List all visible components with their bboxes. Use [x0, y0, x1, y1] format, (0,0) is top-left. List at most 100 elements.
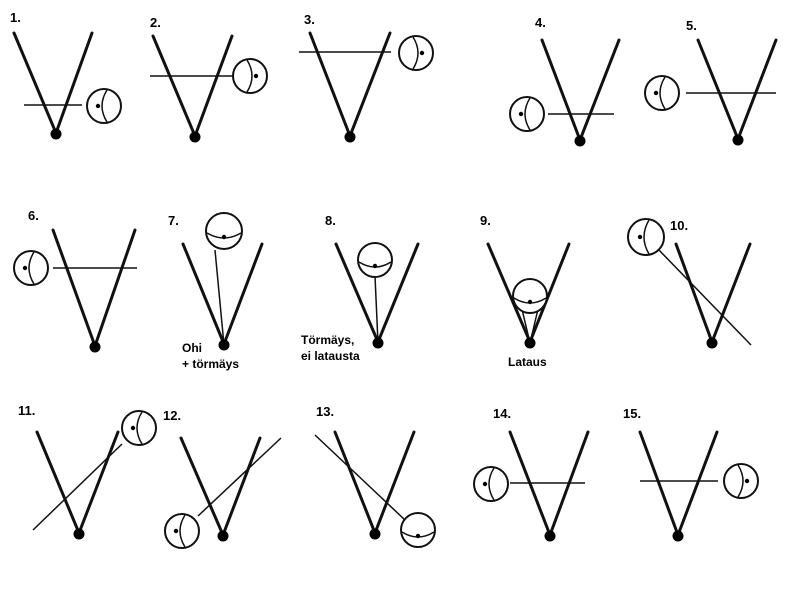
panel-label: 6. — [28, 208, 39, 223]
trajectory-line — [314, 434, 406, 521]
v-arms — [696, 38, 778, 144]
ball-seam — [737, 464, 744, 498]
panel-label: 2. — [150, 15, 161, 30]
v-arms — [308, 31, 392, 141]
v-arms — [638, 430, 719, 540]
ball-circle — [205, 212, 243, 250]
ball-circle — [357, 242, 393, 278]
panel-label: 10. — [670, 218, 688, 233]
ball-circle — [723, 463, 759, 499]
panel-caption: Ohi — [182, 341, 202, 355]
panel-p9: 9.Lataus — [480, 213, 571, 369]
ball-dot — [253, 73, 259, 79]
panel-label: 1. — [10, 10, 21, 25]
ball-circle — [86, 88, 122, 124]
ball-dot — [482, 481, 488, 487]
pivot-dot — [524, 337, 536, 349]
v-arms — [540, 38, 621, 145]
ball-seam — [246, 59, 253, 93]
ball-circle — [164, 513, 200, 549]
ball-seam — [101, 89, 108, 123]
ball-seam — [179, 514, 186, 548]
trajectory-line — [197, 437, 282, 517]
v-arms — [12, 31, 94, 138]
pivot-dot — [706, 337, 718, 349]
panel-p14: 14. — [473, 406, 590, 542]
ball-circle — [398, 35, 434, 71]
panel-p6: 6. — [13, 208, 137, 353]
ball-seam — [28, 251, 35, 285]
panel-p2: 2. — [150, 15, 268, 143]
ball-circle — [400, 512, 436, 548]
panel-caption: Lataus — [508, 355, 547, 369]
pivot-dot — [89, 341, 101, 353]
trajectory-line — [32, 443, 123, 531]
panel-caption: ei latausta — [301, 349, 360, 363]
trajectory-line — [214, 249, 225, 346]
panel-label: 4. — [535, 15, 546, 30]
ball-dot — [653, 90, 659, 96]
ball-dot — [372, 263, 378, 269]
panel-p15: 15. — [623, 406, 759, 542]
ball-dot — [419, 50, 425, 56]
ball-circle — [627, 218, 665, 256]
ball-circle — [509, 96, 545, 132]
ball-dot — [173, 528, 179, 534]
ball-dot — [22, 265, 28, 271]
panel-label: 15. — [623, 406, 641, 421]
panel-p5: 5. — [644, 18, 778, 146]
pivot-dot — [732, 134, 744, 146]
pivot-dot — [372, 337, 384, 349]
ball-seam — [643, 219, 650, 255]
ball-dot — [415, 533, 421, 539]
panel-p4: 4. — [509, 15, 621, 147]
ball-seam — [524, 97, 531, 131]
ball-circle — [13, 250, 49, 286]
panel-label: 5. — [686, 18, 697, 33]
panel-p7: 7. Ohi + törmäys — [168, 212, 264, 371]
panel-label: 3. — [304, 12, 315, 27]
pivot-dot — [218, 339, 230, 351]
panel-p10: 10. — [627, 218, 752, 349]
panel-label: 11. — [18, 403, 35, 418]
panel-label: 7. — [168, 213, 179, 228]
pivot-dot — [672, 530, 684, 542]
pivot-dot — [369, 528, 381, 540]
panel-caption: + törmäys — [182, 357, 239, 371]
ball-dot — [637, 234, 643, 240]
panel-label: 14. — [493, 406, 511, 421]
panel-p11: 11. — [18, 403, 157, 540]
ball-seam — [488, 467, 495, 501]
ball-dot — [518, 111, 524, 117]
ball-dot — [527, 299, 533, 305]
v-arms — [151, 34, 234, 141]
ball-seam — [412, 36, 419, 70]
trajectory-line — [656, 247, 752, 346]
ball-circle — [644, 75, 680, 111]
ball-dot — [744, 478, 750, 484]
panel-label: 8. — [325, 213, 336, 228]
ball-circle — [473, 466, 509, 502]
pivot-dot — [574, 135, 586, 147]
v-arms — [35, 430, 120, 538]
ball-dot — [221, 234, 227, 240]
ball-dot — [130, 425, 136, 431]
panel-caption: Törmäys, — [301, 333, 354, 347]
pivot-dot — [217, 530, 229, 542]
panel-label: 12. — [163, 408, 181, 423]
panel-p3: 3. — [299, 12, 434, 143]
panel-p13: 13. — [314, 404, 436, 548]
ball-seam — [659, 76, 666, 110]
panel-p8: 8. Törmäys, ei latausta — [301, 213, 420, 363]
ball-dot — [95, 103, 101, 109]
ball-circle — [121, 410, 157, 446]
ball-seam — [136, 411, 143, 445]
pivot-dot — [544, 530, 556, 542]
pivot-dot — [344, 131, 356, 143]
pivot-dot — [73, 528, 85, 540]
pivot-dot — [189, 131, 201, 143]
panel-p1: 1. — [10, 10, 122, 140]
trajectory-line — [374, 275, 379, 344]
